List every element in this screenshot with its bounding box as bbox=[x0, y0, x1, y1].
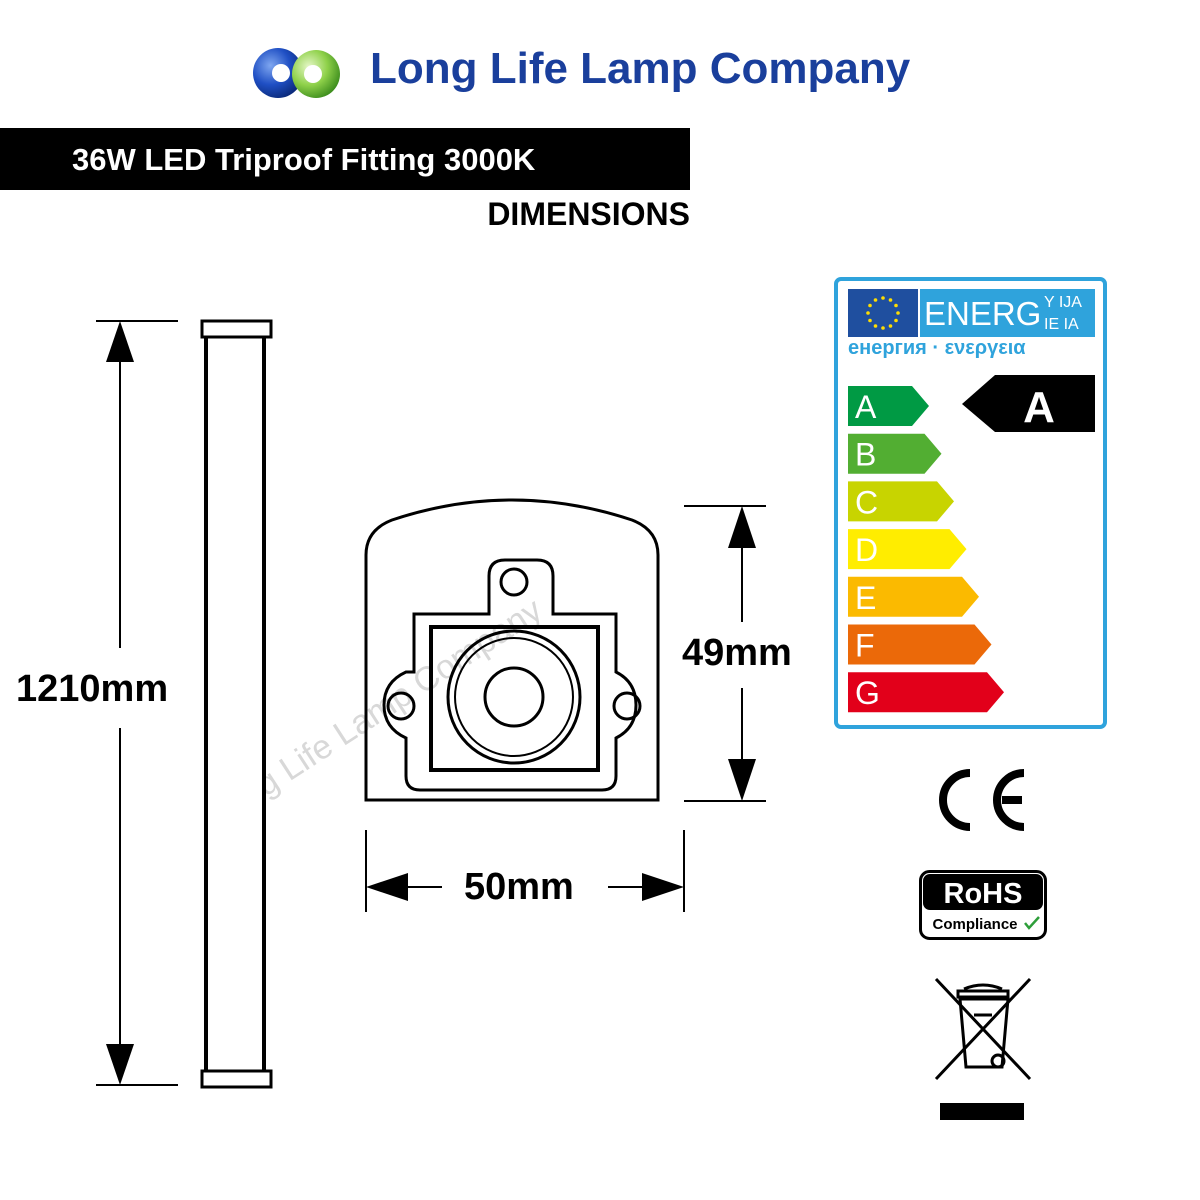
rohs-title: RoHS bbox=[944, 878, 1023, 910]
product-title: 36W LED Triproof Fitting 3000K bbox=[72, 142, 536, 177]
arrow-up-icon bbox=[106, 321, 134, 362]
energy-label-header-suffix-top: Y IJA bbox=[1044, 294, 1082, 311]
width-dimension-line bbox=[365, 830, 685, 912]
energy-rating-arrow bbox=[962, 375, 1095, 432]
energy-class-g-bar bbox=[848, 672, 1004, 713]
energy-label-banner bbox=[920, 289, 1095, 337]
energy-class-c-bar bbox=[848, 481, 954, 522]
eu-star bbox=[868, 303, 872, 308]
eu-star bbox=[881, 296, 885, 300]
height-dimension-line bbox=[684, 505, 766, 802]
energy-label: ENERG Y IJA IE IA енергия · ενεργεια ABC… bbox=[834, 277, 1107, 729]
company-name: Long Life Lamp Company bbox=[370, 44, 911, 93]
energy-class-a-bar bbox=[848, 386, 929, 426]
eu-star bbox=[894, 303, 898, 308]
eu-star bbox=[868, 318, 872, 323]
energy-class-b-letter: B bbox=[855, 437, 876, 473]
energy-class-f-letter: F bbox=[855, 628, 875, 664]
product-title-bar bbox=[0, 128, 690, 190]
eu-star bbox=[888, 298, 893, 302]
energy-class-b-bar bbox=[848, 433, 942, 474]
rohs-subtitle: Compliance bbox=[932, 916, 1017, 933]
energy-label-header-suffix-bottom: IE IA bbox=[1044, 316, 1079, 333]
ce-mark-icon bbox=[939, 769, 1025, 831]
energy-label-header-word: ENERG bbox=[924, 295, 1041, 332]
width-label: 50mm bbox=[464, 866, 574, 908]
energy-class-f-bar bbox=[848, 624, 992, 665]
energy-class-d-letter: D bbox=[855, 532, 878, 568]
energy-class-d-bar bbox=[848, 529, 967, 570]
arrow-down-icon bbox=[728, 759, 756, 801]
company-logo bbox=[253, 48, 340, 98]
fitting-side-view bbox=[200, 319, 273, 1089]
arrow-left-icon bbox=[366, 873, 408, 901]
energy-class-c-letter: C bbox=[855, 484, 878, 520]
end-cap-front-view bbox=[364, 498, 660, 802]
eu-star bbox=[881, 326, 885, 330]
length-label: 1210mm bbox=[16, 668, 169, 710]
eu-star bbox=[866, 311, 870, 315]
length-dimension-line bbox=[96, 320, 178, 1086]
energy-class-e-letter: E bbox=[855, 580, 876, 616]
eu-star bbox=[888, 324, 893, 328]
dimensions-heading: DIMENSIONS bbox=[487, 196, 690, 232]
crossed-out-wheelie-bin-icon bbox=[934, 977, 1032, 1120]
arrow-down-icon bbox=[106, 1044, 134, 1085]
rohs-compliance-badge: RoHS Compliance bbox=[919, 870, 1047, 940]
energy-class-g-letter: G bbox=[855, 675, 880, 711]
eu-star bbox=[896, 311, 900, 315]
energy-rating-letter: A bbox=[1023, 383, 1055, 432]
arrow-up-icon bbox=[728, 506, 756, 548]
arrow-right-icon bbox=[642, 873, 684, 901]
energy-class-a-letter: A bbox=[855, 389, 877, 425]
eu-stars-icon bbox=[866, 296, 900, 330]
energy-label-subtitle: енергия · ενεργεια bbox=[848, 337, 1026, 359]
energy-class-e-bar bbox=[848, 576, 979, 617]
checkmark-icon bbox=[1024, 916, 1040, 930]
height-label: 49mm bbox=[682, 632, 792, 674]
eu-star bbox=[873, 324, 878, 328]
eu-star bbox=[894, 318, 898, 323]
eu-star bbox=[873, 298, 878, 302]
